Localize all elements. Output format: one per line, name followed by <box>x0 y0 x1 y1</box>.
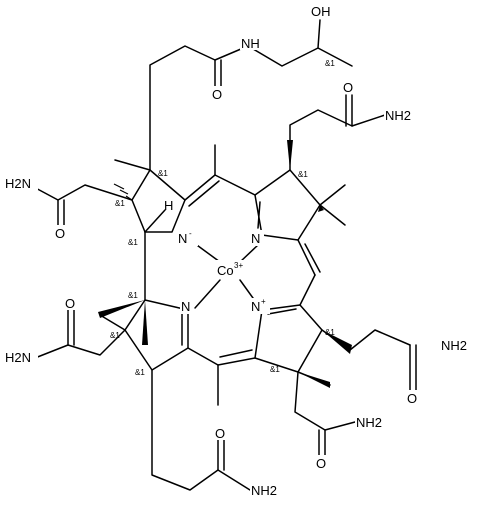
stereo-mark-4: &1 <box>128 238 138 247</box>
hydrogen-label: H <box>164 198 173 213</box>
stereo-mark-6: &1 <box>128 291 138 300</box>
ring-d-nitrogen: N <box>181 299 190 314</box>
amide-o-4: O <box>65 296 75 311</box>
stereo-mark-5: &1 <box>298 170 308 179</box>
amide-o-5: O <box>407 391 417 406</box>
ring-c-nitrogen: N <box>251 299 260 314</box>
bonds <box>29 19 417 491</box>
stereo-mark-1: &1 <box>325 59 335 68</box>
cobalt-charge: 3+ <box>234 261 243 270</box>
ring-c-nitrogen-charge: + <box>261 297 266 306</box>
cobalt-label: Co <box>217 263 234 278</box>
amide-o-2: O <box>343 80 353 95</box>
stereo-mark-10: &1 <box>270 365 280 374</box>
atom-labels: OH &1 NH O NH2 O H2N O N - H N N N + Co … <box>4 4 474 498</box>
nitrogen-charge: - <box>189 229 192 238</box>
ring-a-nitrogen: N <box>178 231 187 246</box>
amide-nh-label: NH <box>241 36 260 51</box>
amide-nh2-3: NH2 <box>356 415 382 430</box>
stereo-mark-8: &1 <box>135 368 145 377</box>
stereo-mark-9: &1 <box>325 328 335 337</box>
ring-b-nitrogen: N <box>251 231 260 246</box>
stereo-mark-7: &1 <box>110 331 120 340</box>
stereo-mark-2: &1 <box>158 169 168 178</box>
amide-o-1: O <box>212 87 222 102</box>
amide-nh2-1: NH2 <box>385 108 411 123</box>
stereo-bonds <box>98 140 352 388</box>
amide-nh2-2: NH2 <box>441 338 467 353</box>
amide-o-3: O <box>55 226 65 241</box>
amide-nh2-4: NH2 <box>251 483 277 498</box>
stereo-mark-3: &1 <box>115 199 125 208</box>
amide-o-7: O <box>215 426 225 441</box>
amide-h2n-1: H2N <box>5 176 31 191</box>
hydroxyl-label: OH <box>311 4 331 19</box>
amide-h2n-2: H2N <box>5 350 31 365</box>
amide-o-6: O <box>316 456 326 471</box>
